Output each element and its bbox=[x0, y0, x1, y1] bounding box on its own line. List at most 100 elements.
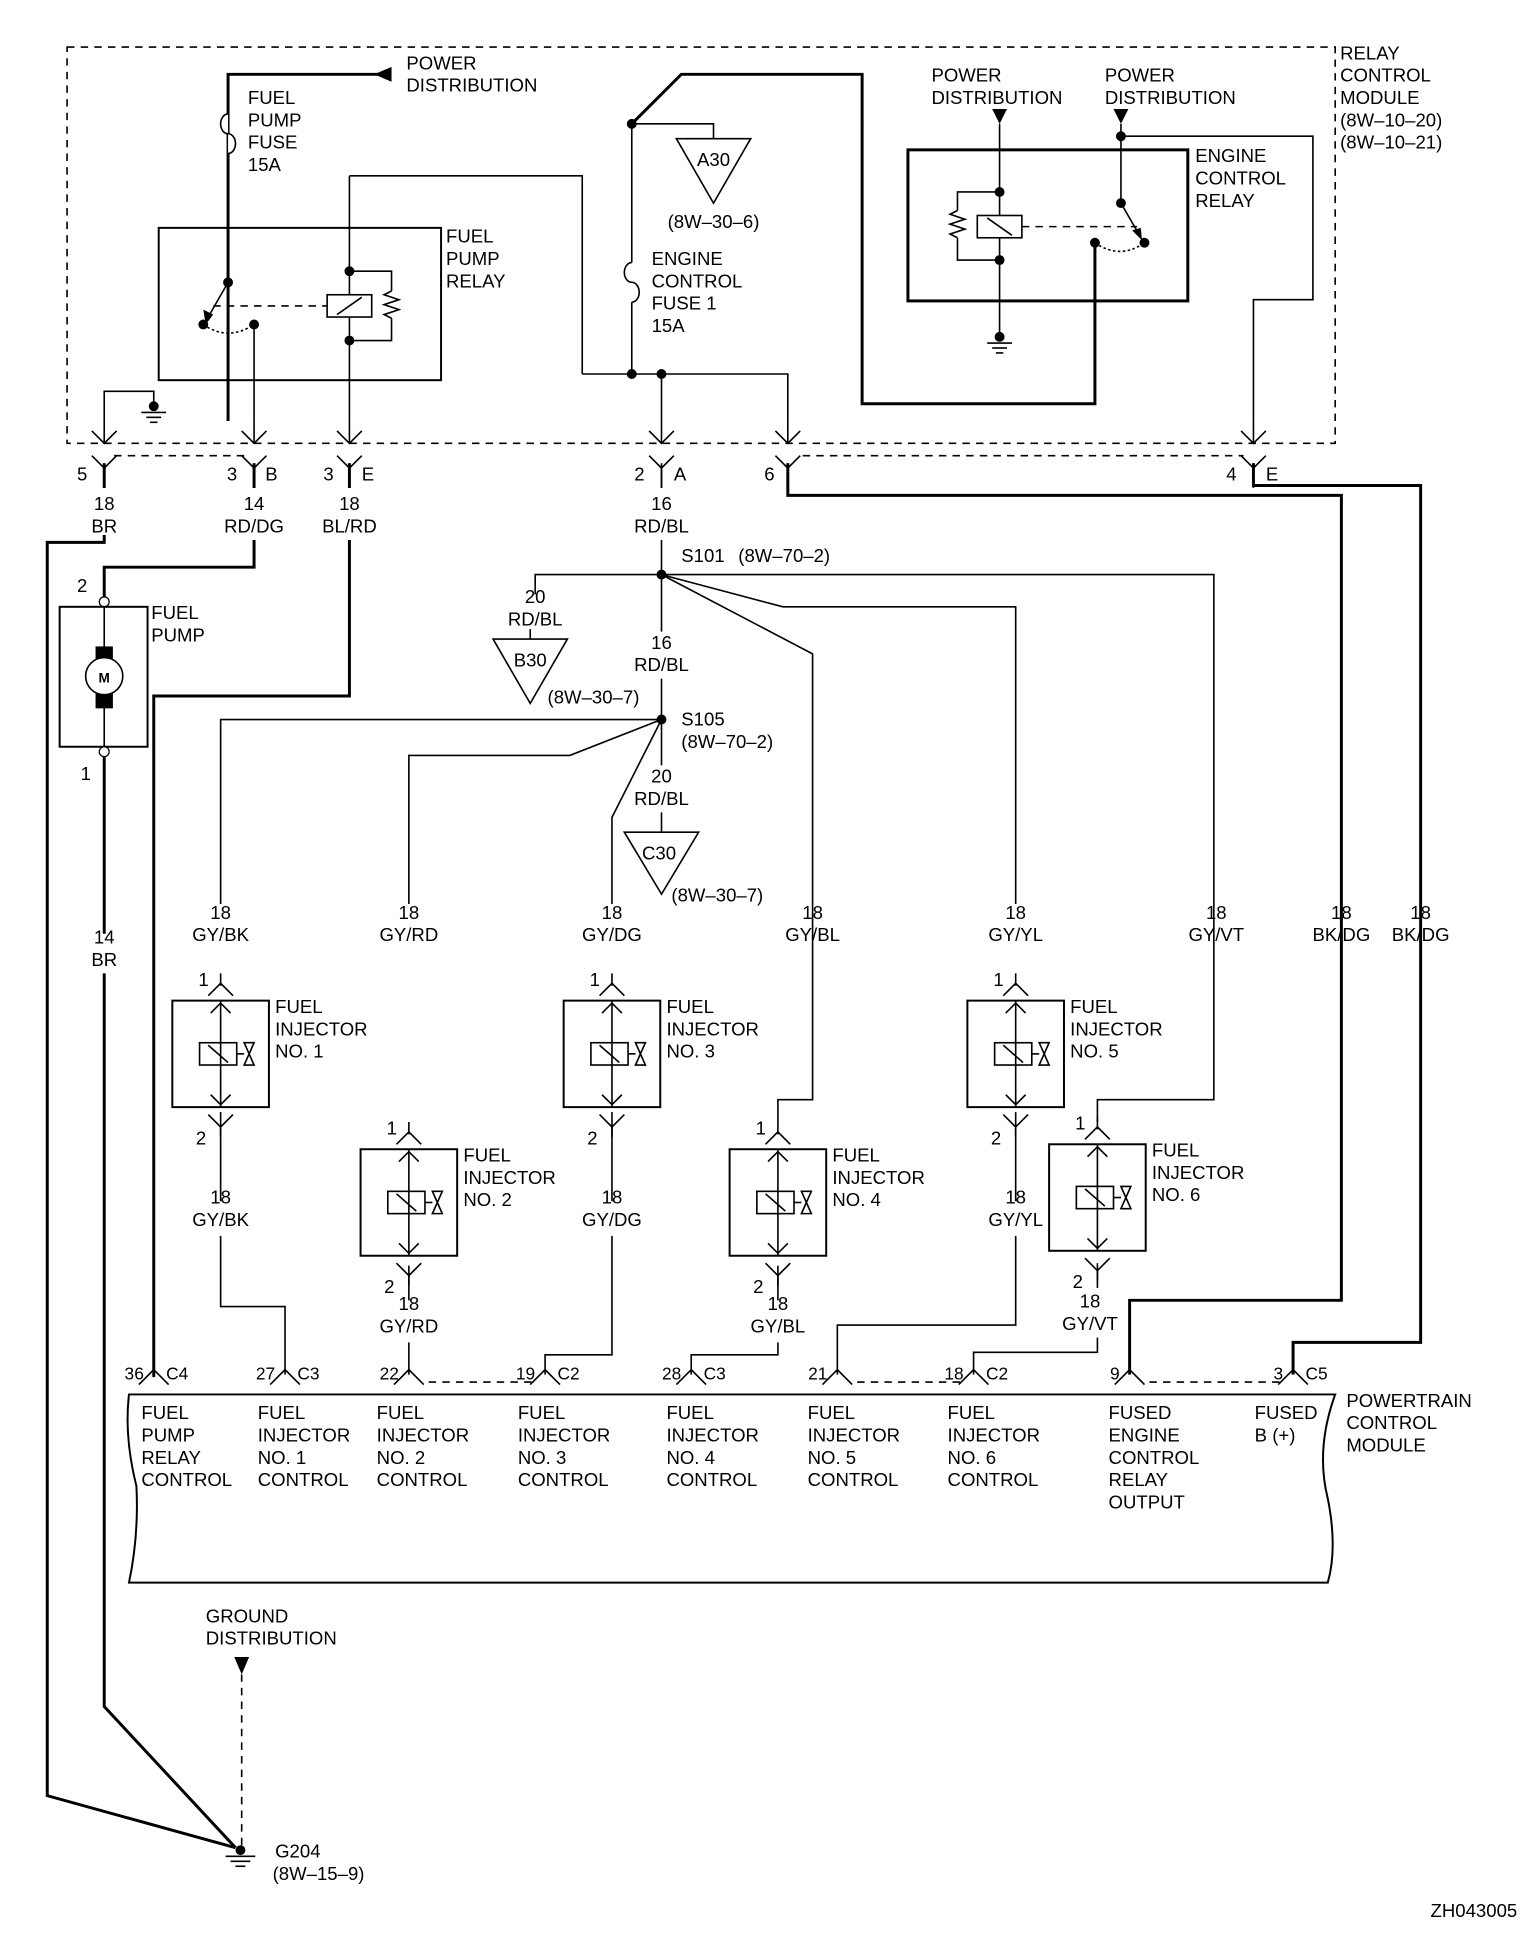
svg-text:C30: C30 bbox=[642, 842, 676, 863]
svg-text:PUMP: PUMP bbox=[151, 624, 205, 645]
svg-text:GY/VT: GY/VT bbox=[1062, 1313, 1118, 1334]
svg-text:18: 18 bbox=[399, 1293, 420, 1314]
svg-text:5: 5 bbox=[77, 463, 87, 484]
svg-text:1: 1 bbox=[81, 763, 91, 784]
svg-text:NO. 5: NO. 5 bbox=[808, 1447, 856, 1468]
svg-text:18: 18 bbox=[94, 493, 115, 514]
svg-text:M: M bbox=[99, 670, 110, 685]
svg-text:18: 18 bbox=[1005, 1187, 1026, 1208]
svg-text:2: 2 bbox=[384, 1276, 394, 1297]
ground-icon bbox=[987, 342, 1012, 354]
svg-text:NO. 3: NO. 3 bbox=[666, 1041, 714, 1062]
svg-text:BR: BR bbox=[91, 516, 117, 537]
pcm-connector: 18 C2 bbox=[944, 1364, 1008, 1386]
svg-text:RD/DG: RD/DG bbox=[224, 516, 284, 537]
svg-text:C5: C5 bbox=[1305, 1364, 1327, 1384]
svg-text:PUMP: PUMP bbox=[248, 109, 302, 130]
svg-text:GY/BK: GY/BK bbox=[192, 924, 249, 945]
svg-text:1: 1 bbox=[756, 1117, 766, 1138]
svg-text:(8W–10–20): (8W–10–20) bbox=[1340, 109, 1442, 130]
svg-text:18: 18 bbox=[210, 902, 231, 923]
svg-text:GY/VT: GY/VT bbox=[1188, 924, 1244, 945]
pcm-connector: 22 bbox=[380, 1364, 425, 1386]
ground-icon bbox=[141, 411, 167, 424]
svg-text:FUEL: FUEL bbox=[808, 1402, 855, 1423]
svg-text:NO. 2: NO. 2 bbox=[377, 1447, 425, 1468]
svg-text:E: E bbox=[362, 463, 374, 484]
svg-text:CONTROL: CONTROL bbox=[948, 1469, 1039, 1490]
svg-text:22: 22 bbox=[380, 1364, 399, 1384]
svg-text:B (+): B (+) bbox=[1255, 1424, 1296, 1445]
svg-text:POWER: POWER bbox=[931, 65, 1001, 86]
svg-text:POWERTRAIN: POWERTRAIN bbox=[1346, 1390, 1471, 1411]
svg-text:DISTRIBUTION: DISTRIBUTION bbox=[1105, 87, 1236, 108]
svg-text:(8W–10–21): (8W–10–21) bbox=[1340, 132, 1442, 153]
resistor-icon bbox=[381, 290, 402, 319]
svg-text:A: A bbox=[674, 463, 687, 484]
svg-text:RELAY: RELAY bbox=[446, 270, 506, 291]
svg-text:18: 18 bbox=[399, 902, 420, 923]
svg-text:18: 18 bbox=[768, 1293, 789, 1314]
relay-control-module-label: RELAY CONTROL MODULE (8W–10–20) (8W–10–2… bbox=[1340, 42, 1442, 152]
svg-text:1: 1 bbox=[387, 1117, 397, 1138]
valve-icon bbox=[634, 1041, 647, 1066]
svg-text:FUEL: FUEL bbox=[275, 996, 322, 1017]
svg-text:18: 18 bbox=[339, 493, 360, 514]
svg-text:(8W–15–9): (8W–15–9) bbox=[273, 1863, 365, 1884]
svg-text:2: 2 bbox=[1073, 1271, 1083, 1292]
svg-text:FUEL: FUEL bbox=[151, 602, 198, 623]
svg-text:GY/RD: GY/RD bbox=[379, 924, 438, 945]
svg-text:S105: S105 bbox=[681, 709, 724, 730]
fuse-icon bbox=[219, 113, 237, 155]
svg-text:1: 1 bbox=[590, 969, 600, 990]
svg-text:RELAY: RELAY bbox=[1109, 1469, 1169, 1490]
svg-text:NO. 1: NO. 1 bbox=[275, 1041, 323, 1062]
svg-text:(8W–30–7): (8W–30–7) bbox=[548, 686, 640, 707]
svg-text:CONTROL: CONTROL bbox=[1346, 1412, 1437, 1433]
svg-text:FUEL: FUEL bbox=[1070, 996, 1117, 1017]
pcm-connector: 21 bbox=[808, 1364, 853, 1386]
svg-text:FUEL: FUEL bbox=[463, 1145, 510, 1166]
svg-text:C2: C2 bbox=[986, 1364, 1008, 1384]
svg-text:18: 18 bbox=[602, 1187, 623, 1208]
svg-text:(8W–30–6): (8W–30–6) bbox=[668, 211, 760, 232]
svg-text:POWER: POWER bbox=[1105, 65, 1175, 86]
valve-icon bbox=[431, 1190, 444, 1215]
svg-text:INJECTOR: INJECTOR bbox=[518, 1424, 610, 1445]
svg-text:A30: A30 bbox=[697, 149, 730, 170]
svg-text:16: 16 bbox=[651, 632, 672, 653]
c30-reference-triangle bbox=[622, 831, 701, 896]
svg-text:INJECTOR: INJECTOR bbox=[1070, 1018, 1162, 1039]
fuel-pump-relay-box bbox=[157, 226, 443, 382]
svg-text:NO. 4: NO. 4 bbox=[832, 1189, 880, 1210]
svg-text:15A: 15A bbox=[248, 154, 282, 175]
svg-text:C3: C3 bbox=[297, 1364, 319, 1384]
svg-text:INJECTOR: INJECTOR bbox=[666, 1018, 758, 1039]
power-distribution-label: POWER bbox=[406, 52, 476, 73]
svg-text:21: 21 bbox=[808, 1364, 827, 1384]
svg-text:14: 14 bbox=[94, 927, 115, 948]
svg-text:18: 18 bbox=[1080, 1291, 1101, 1312]
svg-text:(8W–70–2): (8W–70–2) bbox=[681, 731, 773, 752]
svg-text:INJECTOR: INJECTOR bbox=[463, 1167, 555, 1188]
power-arrow-icon bbox=[1113, 108, 1129, 124]
svg-text:2: 2 bbox=[991, 1127, 1001, 1148]
svg-text:FUEL: FUEL bbox=[141, 1402, 188, 1423]
svg-text:INJECTOR: INJECTOR bbox=[258, 1424, 350, 1445]
svg-text:19: 19 bbox=[516, 1364, 535, 1384]
ground-arrow-icon bbox=[234, 1656, 250, 1675]
svg-text:18: 18 bbox=[944, 1364, 963, 1384]
svg-text:(8W–30–7): (8W–30–7) bbox=[671, 885, 763, 906]
svg-text:RELAY: RELAY bbox=[1195, 190, 1255, 211]
